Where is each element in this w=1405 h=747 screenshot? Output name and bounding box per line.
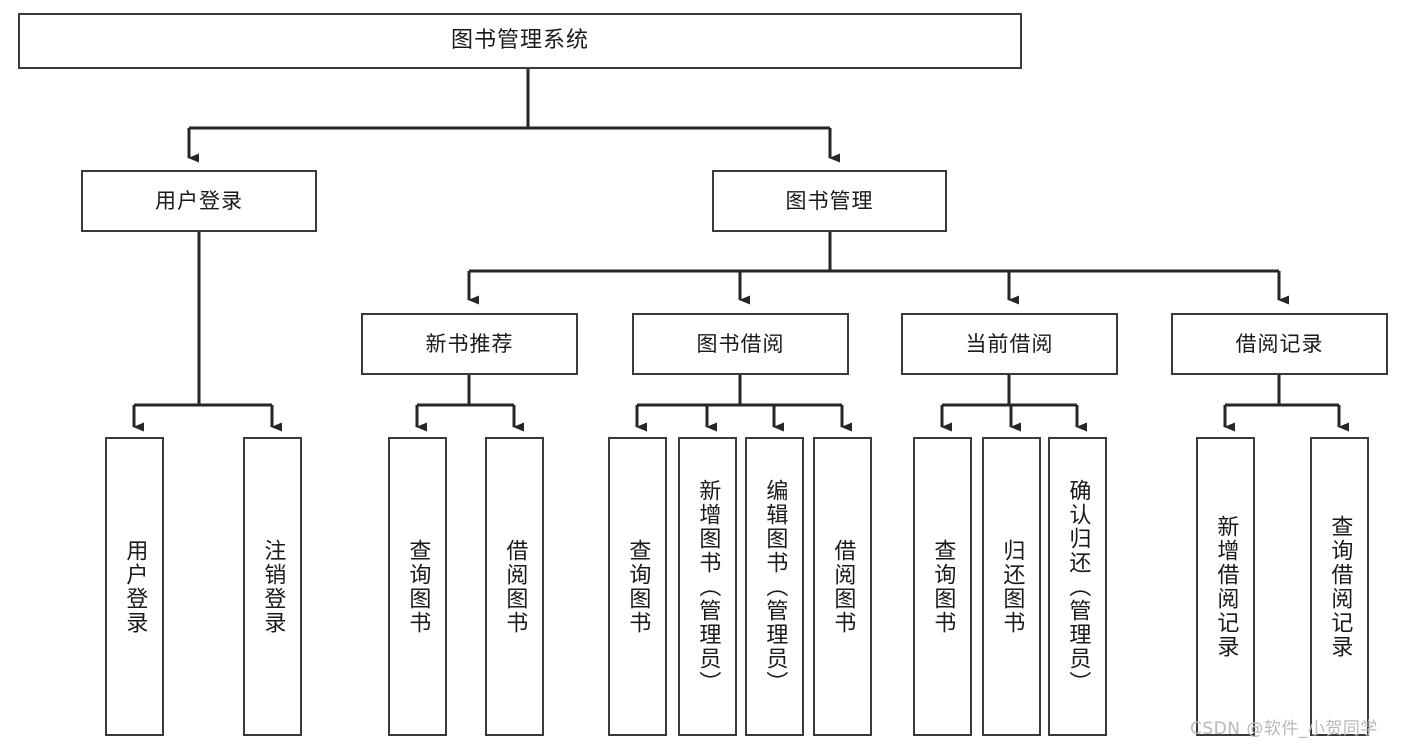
node-book-borrow-label: 图书借阅: [696, 331, 785, 356]
leaf-query-books-borrow-label: 查询图书: [625, 538, 651, 635]
leaf-return-books[interactable]: 归还图书: [982, 437, 1041, 736]
leaf-query-borrow-record[interactable]: 查询借阅记录: [1310, 437, 1369, 736]
leaf-return-books-label: 归还图书: [999, 538, 1025, 635]
leaf-query-books-current[interactable]: 查询图书: [913, 437, 972, 736]
watermark: CSDN @软件_小贺同学: [1190, 719, 1378, 739]
leaf-query-books-recommend-label: 查询图书: [405, 538, 431, 635]
node-root[interactable]: 图书管理系统: [18, 13, 1022, 69]
node-book-borrow[interactable]: 图书借阅: [632, 313, 849, 375]
node-root-label: 图书管理系统: [450, 28, 589, 54]
node-new-book-recommend[interactable]: 新书推荐: [361, 313, 578, 375]
leaf-user-login[interactable]: 用户登录: [105, 437, 164, 736]
leaf-confirm-return-admin[interactable]: 确认归还（管理员）: [1048, 437, 1107, 736]
node-current-borrow-label: 当前借阅: [965, 331, 1054, 356]
node-borrow-records-label: 借阅记录: [1235, 331, 1324, 356]
leaf-query-books-recommend[interactable]: 查询图书: [388, 437, 447, 736]
leaf-logout[interactable]: 注销登录: [243, 437, 302, 736]
leaf-borrow-books-recommend-label: 借阅图书: [502, 538, 528, 635]
node-user-login[interactable]: 用户登录: [81, 170, 317, 232]
leaf-query-borrow-record-label: 查询借阅记录: [1327, 514, 1353, 659]
node-borrow-records[interactable]: 借阅记录: [1171, 313, 1388, 375]
leaf-user-login-label: 用户登录: [122, 538, 148, 635]
leaf-confirm-return-admin-label: 确认归还（管理员）: [1065, 478, 1091, 695]
leaf-borrow-books[interactable]: 借阅图书: [813, 437, 872, 736]
node-user-login-label: 用户登录: [155, 188, 243, 213]
node-book-management[interactable]: 图书管理: [712, 170, 947, 232]
leaf-query-books-current-label: 查询图书: [930, 538, 956, 635]
leaf-add-book-admin[interactable]: 新增图书（管理员）: [678, 437, 737, 736]
leaf-query-books-borrow[interactable]: 查询图书: [608, 437, 667, 736]
leaf-edit-book-admin-label: 编辑图书（管理员）: [762, 478, 788, 695]
node-book-management-label: 图书管理: [785, 188, 874, 213]
leaf-borrow-books-recommend[interactable]: 借阅图书: [485, 437, 544, 736]
leaf-add-book-admin-label: 新增图书（管理员）: [695, 478, 721, 695]
leaf-borrow-books-label: 借阅图书: [830, 538, 856, 635]
leaf-add-borrow-record-label: 新增借阅记录: [1213, 514, 1239, 659]
node-new-book-recommend-label: 新书推荐: [425, 331, 514, 356]
leaf-add-borrow-record[interactable]: 新增借阅记录: [1196, 437, 1255, 736]
leaf-logout-label: 注销登录: [260, 538, 286, 635]
leaf-edit-book-admin[interactable]: 编辑图书（管理员）: [745, 437, 804, 736]
node-current-borrow[interactable]: 当前借阅: [901, 313, 1118, 375]
